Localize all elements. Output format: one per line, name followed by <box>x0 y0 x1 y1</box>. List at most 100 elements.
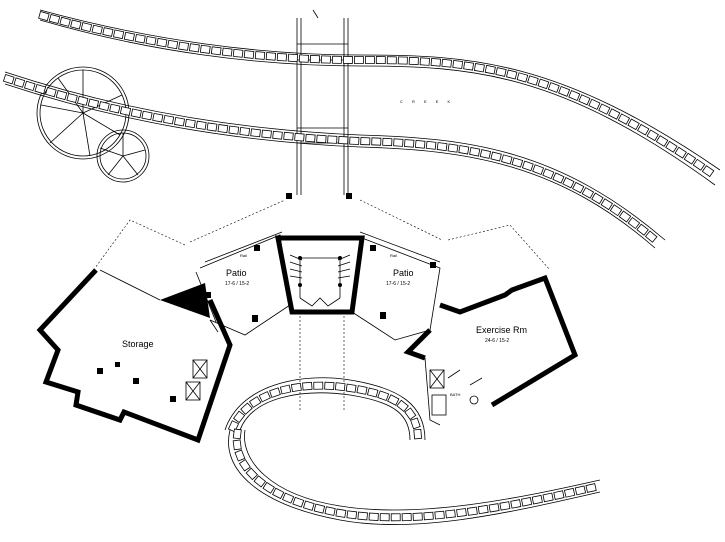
stone-block <box>655 135 669 147</box>
stone-block <box>463 61 475 71</box>
stone-block <box>511 157 524 168</box>
stone-block <box>600 198 614 211</box>
stone-block <box>282 492 295 504</box>
stone-block <box>265 52 277 61</box>
stone-block <box>2 73 15 85</box>
stone-block <box>537 78 550 90</box>
stone-block <box>334 382 346 392</box>
stone-block <box>302 500 315 511</box>
stone-block <box>356 385 368 395</box>
stone-block <box>390 513 401 522</box>
stone-block <box>254 51 266 60</box>
stone-walk-lower <box>224 377 601 525</box>
stone-block <box>674 146 687 159</box>
stone-block <box>574 485 587 496</box>
stone-block <box>87 98 100 109</box>
exercise-room-dims: 24-6 / 15-2 <box>485 338 509 344</box>
stone-block <box>683 152 697 165</box>
stone-block <box>178 41 190 51</box>
stone-block <box>532 164 545 175</box>
stone-block <box>430 58 441 67</box>
stone-block <box>327 135 338 144</box>
stone-block <box>59 16 71 27</box>
stone-block <box>521 497 533 507</box>
rail-label-left: Rail <box>240 253 247 258</box>
stone-block <box>243 50 255 59</box>
stone-block <box>568 90 581 101</box>
stone-block <box>547 82 560 93</box>
stone-block <box>313 503 326 514</box>
stone-block <box>585 483 597 493</box>
stone-block <box>45 87 57 98</box>
stone-block <box>436 142 448 152</box>
stone-wall-middle <box>4 71 666 249</box>
stone-block <box>598 103 611 115</box>
stone-block <box>335 508 347 518</box>
stone-block <box>501 154 513 165</box>
stone-block <box>447 143 459 153</box>
stone-block <box>38 11 50 22</box>
stone-block <box>445 509 456 519</box>
stone-block <box>510 499 522 509</box>
stone-block <box>210 46 222 56</box>
stone-block <box>558 85 571 97</box>
stone-block <box>283 131 294 141</box>
stone-block <box>91 24 103 35</box>
stone-block <box>542 168 555 180</box>
stone-block <box>253 475 267 488</box>
stone-block <box>272 130 283 140</box>
stone-block <box>261 129 272 139</box>
stone-block <box>531 494 543 505</box>
stone-block <box>646 129 659 142</box>
stone-block <box>419 57 430 66</box>
stone-block <box>452 60 464 69</box>
stone-block <box>627 118 640 131</box>
stone-block <box>488 503 500 513</box>
stone-block <box>572 181 585 194</box>
stone-block <box>345 383 357 393</box>
stone-block <box>425 140 437 150</box>
stone-block <box>98 101 110 112</box>
stone-block <box>13 77 26 88</box>
patio-left-dims: 17-6 / 15-2 <box>225 281 249 287</box>
storage-label: Storage <box>122 339 154 349</box>
stone-block <box>199 44 211 54</box>
stone-block <box>404 139 415 148</box>
stone-block <box>233 410 246 424</box>
stone-block <box>130 108 142 119</box>
stone-block <box>665 140 678 153</box>
stone-block <box>368 512 379 521</box>
stone-block <box>262 481 275 494</box>
storage-room <box>36 268 233 444</box>
stone-block <box>393 138 404 147</box>
stone-block <box>34 83 47 95</box>
stone-block <box>371 137 382 146</box>
stone-block <box>66 92 78 104</box>
stone-block <box>618 210 632 223</box>
stone-block <box>441 58 452 68</box>
stone-block <box>578 94 591 106</box>
stone-block <box>55 90 68 101</box>
stone-block <box>279 384 292 395</box>
stone-block <box>313 381 324 390</box>
stone-wall-top <box>39 9 721 186</box>
stone-block <box>456 508 467 518</box>
stone-block <box>228 125 240 135</box>
stone-block <box>346 510 358 520</box>
stone-block <box>495 67 507 77</box>
stone-block <box>644 230 658 243</box>
stone-block <box>320 55 331 64</box>
stair-axis <box>299 312 345 410</box>
deck-outline-left <box>94 199 286 269</box>
stone-block <box>701 165 715 178</box>
stone-block <box>353 56 364 64</box>
deck-outline-right <box>359 199 551 271</box>
stone-block <box>331 55 342 64</box>
stone-block <box>294 132 305 142</box>
stone-block <box>102 27 114 37</box>
stone-block <box>366 387 379 398</box>
stone-block <box>309 55 320 64</box>
stone-block <box>553 490 565 500</box>
stone-block <box>342 55 353 64</box>
stone-block <box>397 56 408 65</box>
